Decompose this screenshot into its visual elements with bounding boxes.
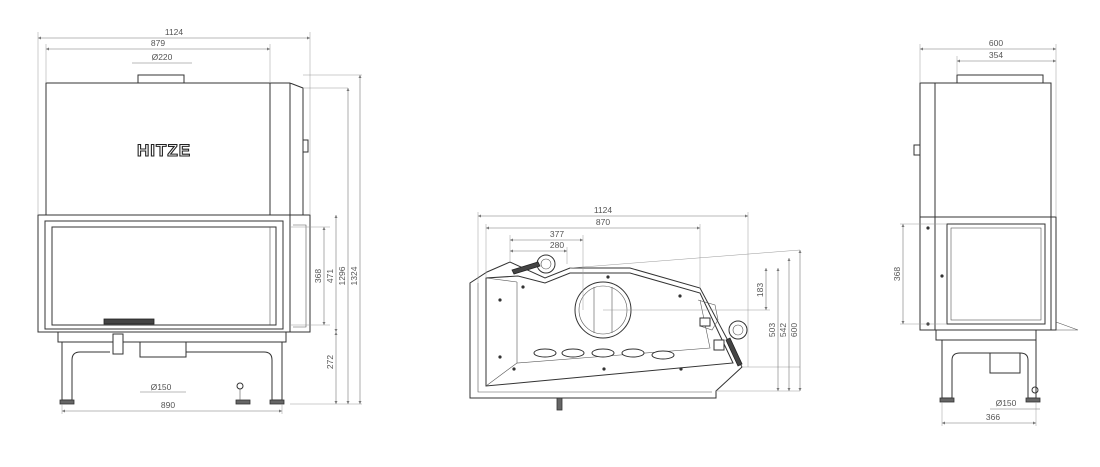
side-dim-base-depth: 366 (986, 412, 1000, 422)
top-view: 1124 870 377 280 183 503 542 600 (469, 205, 802, 411)
front-dim-body-width: 879 (151, 38, 165, 48)
top-dim-870: 870 (596, 217, 610, 227)
front-dim-overall-height: 1324 (349, 266, 359, 285)
front-side-panel (270, 82, 304, 215)
front-dim-base-height: 272 (325, 355, 335, 369)
side-view: 600 354 368 Ø150 366 (892, 38, 1079, 426)
front-flue-collar (137, 74, 185, 84)
front-dim-overall-width: 1124 (165, 27, 184, 37)
top-dim-503: 503 (767, 323, 777, 337)
front-dim-glass-height: 368 (313, 269, 323, 283)
side-dim-flue-offset: 354 (989, 50, 1003, 60)
top-dim-183: 183 (755, 283, 765, 297)
front-dim-door-height: 471 (325, 269, 335, 283)
top-vent-hole (533, 348, 557, 358)
front-side-tab (302, 139, 309, 153)
side-dim-glass-height: 368 (892, 267, 902, 281)
brand-logo: HITZE (137, 141, 191, 160)
top-vent-hole (621, 348, 645, 358)
side-dim-air-inlet: Ø150 (996, 398, 1017, 408)
side-upper-housing (934, 82, 1052, 218)
side-legs (941, 340, 1037, 399)
front-view: HITZE 1124 (37, 27, 362, 414)
top-dim-600: 600 (789, 323, 799, 337)
front-dim-base-width: 890 (161, 400, 175, 410)
top-vent-hole (561, 348, 585, 358)
top-dim-overall-width: 1124 (594, 205, 613, 215)
front-base-top (57, 331, 287, 343)
top-dim-280: 280 (550, 240, 564, 250)
front-air-vent (103, 318, 155, 325)
top-vent-hole (651, 350, 675, 360)
front-left-leg (61, 342, 110, 401)
top-vent-hole (591, 348, 615, 358)
side-glass (946, 223, 1046, 325)
top-dim-377: 377 (550, 229, 564, 239)
side-dim-overall-depth: 600 (989, 38, 1003, 48)
front-upper-housing (45, 82, 271, 216)
front-glass (51, 226, 277, 326)
front-right-leg (186, 342, 283, 401)
front-dim-air-inlet: Ø150 (151, 382, 172, 392)
front-dim-body-height: 1296 (337, 266, 347, 285)
top-dim-542: 542 (778, 323, 788, 337)
top-handle-left (536, 254, 556, 274)
front-dim-flue-diameter: Ø220 (152, 52, 173, 62)
top-handle-right (728, 320, 748, 340)
side-flue-collar (956, 74, 1044, 84)
